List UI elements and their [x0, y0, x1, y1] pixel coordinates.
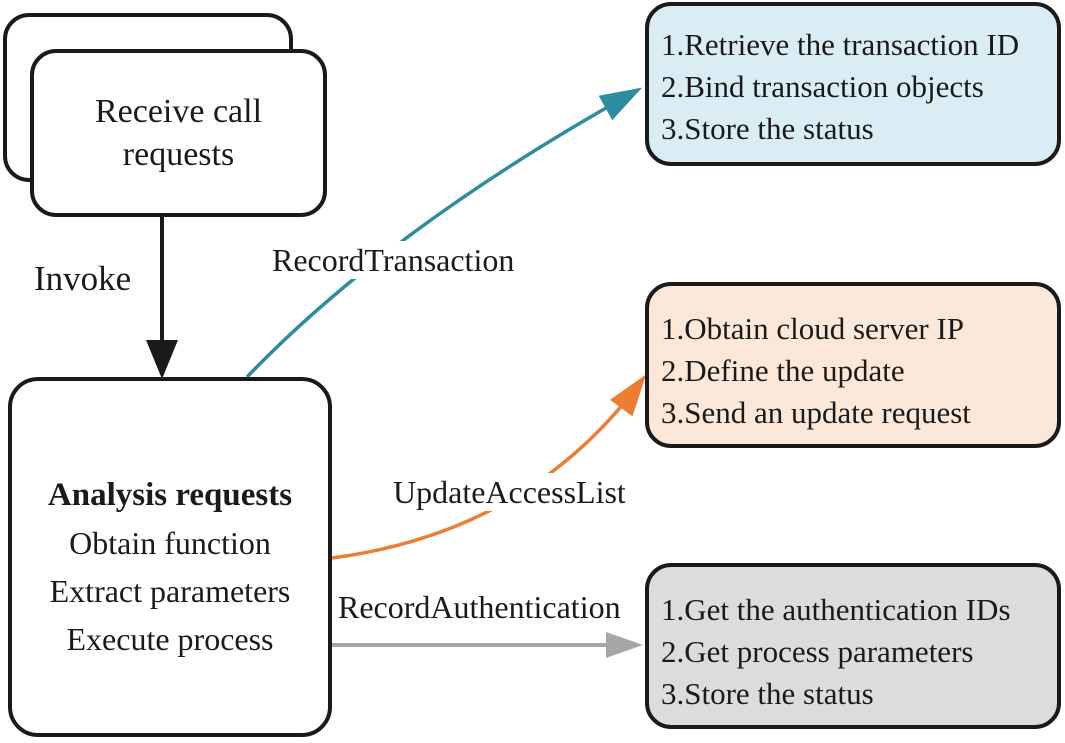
analysis-item-extract-parameters: Extract parameters: [49, 573, 291, 609]
analysis-item-execute-process: Execute process: [66, 621, 274, 657]
transaction-step-2: 2.Bind transaction objects: [661, 69, 984, 104]
record-authentication-label: RecordAuthentication: [334, 588, 625, 626]
record-transaction-steps-box: 1.Retrieve the transaction ID 2.Bind tra…: [645, 2, 1061, 166]
update-access-list-steps-box: 1.Obtain cloud server IP 2.Define the up…: [645, 282, 1061, 448]
analysis-item-obtain-function: Obtain function: [69, 525, 271, 561]
transaction-step-1: 1.Retrieve the transaction ID: [661, 27, 1020, 62]
invoke-arrowhead-icon: [146, 340, 178, 379]
update-access-list-label: UpdateAccessList: [389, 473, 630, 511]
analysis-requests-box: Analysis requests Obtain function Extrac…: [8, 377, 332, 737]
transaction-step-3: 3.Store the status: [661, 111, 874, 146]
record-transaction-label: RecordTransaction: [268, 241, 519, 279]
update-step-3: 3.Send an update request: [661, 395, 971, 430]
record-authentication-arrowhead-icon: [606, 632, 643, 658]
receive-call-requests-box: Receive call requests: [30, 49, 327, 217]
record-transaction-arrow: [245, 87, 643, 379]
invoke-label: Invoke: [30, 260, 136, 298]
authentication-step-1: 1.Get the authentication IDs: [661, 592, 1011, 627]
analysis-requests-title: Analysis requests: [47, 477, 293, 513]
authentication-step-3: 3.Store the status: [661, 676, 874, 711]
update-step-1: 1.Obtain cloud server IP: [661, 311, 965, 346]
update-access-list-arrow: [331, 374, 647, 560]
receive-call-requests-label: Receive call requests: [94, 93, 263, 173]
record-authentication-steps-box: 1.Get the authentication IDs 2.Get proce…: [645, 563, 1061, 729]
authentication-step-2: 2.Get process parameters: [661, 634, 974, 669]
update-step-2: 2.Define the update: [661, 353, 905, 388]
